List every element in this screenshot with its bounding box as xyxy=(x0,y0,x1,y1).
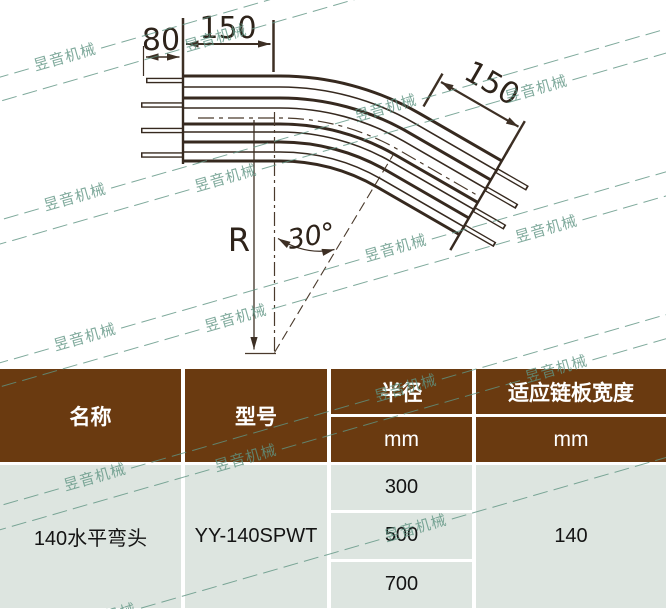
cell-radius-700: 700 xyxy=(331,561,472,608)
left-mount-stubs xyxy=(141,77,183,158)
right-mount-stubs xyxy=(462,168,529,248)
radius-line-angled xyxy=(274,154,394,353)
cell-radius-300: 300 xyxy=(331,465,472,510)
header-name: 名称 xyxy=(0,369,181,462)
dim-150-angled-label: 150 xyxy=(458,54,525,113)
dim-150-straight: 150 xyxy=(181,11,275,73)
cell-plate-width-value: 140 xyxy=(476,465,666,608)
construction-lines xyxy=(245,112,394,355)
dim-angle: 30° xyxy=(277,217,338,256)
radius-label: R xyxy=(228,221,250,259)
cell-radius-500: 500 xyxy=(331,513,472,559)
cell-model-number: YY-140SPWT xyxy=(185,465,327,608)
dim-150-straight-label: 150 xyxy=(199,11,256,46)
bend-diagram: 80 150 150 R 30° xyxy=(141,11,529,355)
header-radius: 半径 xyxy=(331,369,472,414)
dim-80: 80 xyxy=(142,23,180,76)
header-radius-unit: mm xyxy=(331,417,472,462)
header-plate-width: 适应链板宽度 xyxy=(476,369,666,414)
header-model: 型号 xyxy=(185,369,327,462)
cell-product-name: 140水平弯头 xyxy=(0,465,181,608)
spec-table: 名称 型号 半径 适应链板宽度 mm mm 140水平弯头 YY-140SPWT… xyxy=(0,366,666,609)
header-plate-width-unit: mm xyxy=(476,417,666,462)
dim-radius: R xyxy=(228,120,258,350)
centerline xyxy=(198,117,482,198)
outlet-end-cap xyxy=(449,144,512,251)
dim-80-label: 80 xyxy=(142,23,180,58)
dim-150-angled: 150 xyxy=(422,54,526,155)
technical-drawing: 80 150 150 R 30° xyxy=(141,11,529,355)
guide-rails xyxy=(181,73,512,251)
